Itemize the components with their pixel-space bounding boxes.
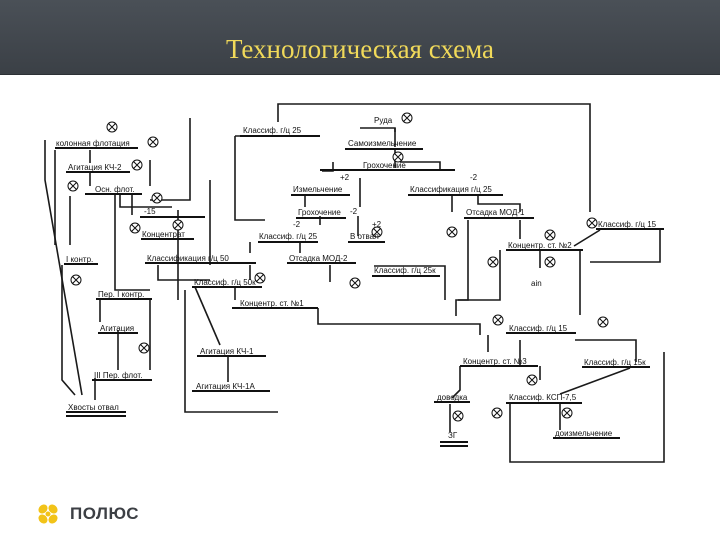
pump-icon	[349, 277, 361, 289]
mark-minus2: -2	[293, 220, 301, 229]
node-klassif-50k: Классиф. г/ц 50к	[194, 278, 256, 287]
node-agitatsiya-kch2: Агитация КЧ-2	[68, 163, 122, 172]
mark-plus2: +2	[372, 220, 382, 229]
node-doizmelchenie: доизмельчение	[555, 429, 613, 438]
pump-icon	[446, 226, 458, 238]
node-klassif-25-mid: Классиф. г/ц 25	[259, 232, 318, 241]
pump-icon	[67, 180, 79, 192]
node-kontsentr-st2: Концентр. ст. №2	[508, 241, 572, 250]
slide-header	[0, 0, 720, 75]
mark-zg: ЗГ	[448, 431, 458, 440]
slide-title: Технологическая схема	[225, 34, 495, 64]
node-klassifikatsiya-25: Классификация г/ц 25	[410, 185, 492, 194]
node-iii-per-flot: III Пер. флот.	[94, 371, 142, 380]
node-klassif-15k: Классиф. г/ц 15к	[584, 358, 646, 367]
pump-icon	[254, 272, 266, 284]
node-klassif-15-right: Классиф. г/ц 15	[598, 220, 657, 229]
pump-icon	[561, 407, 573, 419]
pump-icon	[147, 136, 159, 148]
node-klassif-ksp: Классиф. КСП-7,5	[509, 393, 577, 402]
node-otsadka-mod1: Отсадка МОД-1	[466, 208, 525, 217]
pump-icon	[401, 112, 413, 124]
mark-plus2: +2	[340, 173, 350, 182]
pump-icon	[151, 192, 163, 204]
pump-icon	[492, 314, 504, 326]
pump-icon	[371, 226, 383, 238]
node-grokhochenie-top: Грохочение	[363, 161, 406, 170]
pump-icons	[67, 112, 609, 422]
mark-minus15: -15	[144, 207, 156, 216]
node-klassif-25-top: Классиф. г/ц 25	[243, 126, 302, 135]
node-kontsentr-st1: Концентр. ст. №1	[240, 299, 304, 308]
mark-ain: ain	[531, 279, 542, 288]
flow-lines	[44, 103, 665, 463]
node-ruda: Руда	[374, 116, 393, 125]
node-samoizmelchenie: Самоизмельчение	[348, 139, 417, 148]
logo-text: ПОЛЮС	[70, 504, 140, 523]
pump-icon	[392, 151, 404, 163]
pump-icon	[491, 407, 503, 419]
node-agitatsiya: Агитация	[100, 324, 134, 333]
node-bars	[55, 135, 664, 447]
node-otsadka-mod2: Отсадка МОД-2	[289, 254, 348, 263]
node-per-i-kontr: Пер. I контр.	[98, 290, 144, 299]
node-i-kontr: I контр.	[66, 255, 93, 264]
pump-icon	[526, 374, 538, 386]
node-kolonnaya-flotatsiya: колонная флотация	[56, 139, 130, 148]
pump-icon	[172, 219, 184, 231]
pump-icon	[586, 217, 598, 229]
pump-icon	[597, 316, 609, 328]
pump-icon	[544, 229, 556, 241]
logo-icon	[38, 504, 58, 524]
pump-icon	[70, 274, 82, 286]
pump-icon	[138, 342, 150, 354]
node-osn-flot: Осн. флот.	[95, 185, 135, 194]
node-khvosty-otval: Хвосты отвал	[68, 403, 119, 412]
company-logo: ПОЛЮС	[34, 500, 139, 528]
pump-icon	[106, 121, 118, 133]
node-kontsentrat: Концентрат	[142, 230, 185, 239]
node-klassif-15-mid: Классиф. г/ц 15	[509, 324, 568, 333]
node-v-otval: В отвал	[350, 232, 379, 241]
mark-minus2: -2	[350, 207, 358, 216]
pump-icon	[487, 256, 499, 268]
pump-icon	[131, 159, 143, 171]
pump-icon	[129, 222, 141, 234]
node-kontsentr-st3: Концентр. ст. №3	[463, 357, 527, 366]
node-labels: Руда Классиф. г/ц 25 Самоизмельчение Гро…	[56, 116, 657, 438]
mark-minus2: -2	[470, 173, 478, 182]
node-izmelchenie: Измельчение	[293, 185, 343, 194]
node-klassif-25k: Классиф. г/ц 25к	[374, 266, 436, 275]
pump-icon	[544, 256, 556, 268]
node-grokhochenie-mid: Грохочение	[298, 208, 341, 217]
size-marks: +2 -2 -2 +2 -2 -15 ЗГ ain	[144, 173, 542, 440]
node-dovodka: доводка	[437, 393, 468, 402]
pump-icon	[452, 410, 464, 422]
node-klassifikatsiya-50: Классификация г/ц 50	[147, 254, 229, 263]
node-agitatsiya-kch1: Агитация КЧ-1	[200, 347, 254, 356]
node-agitatsiya-kch1a: Агитация КЧ-1А	[196, 382, 255, 391]
